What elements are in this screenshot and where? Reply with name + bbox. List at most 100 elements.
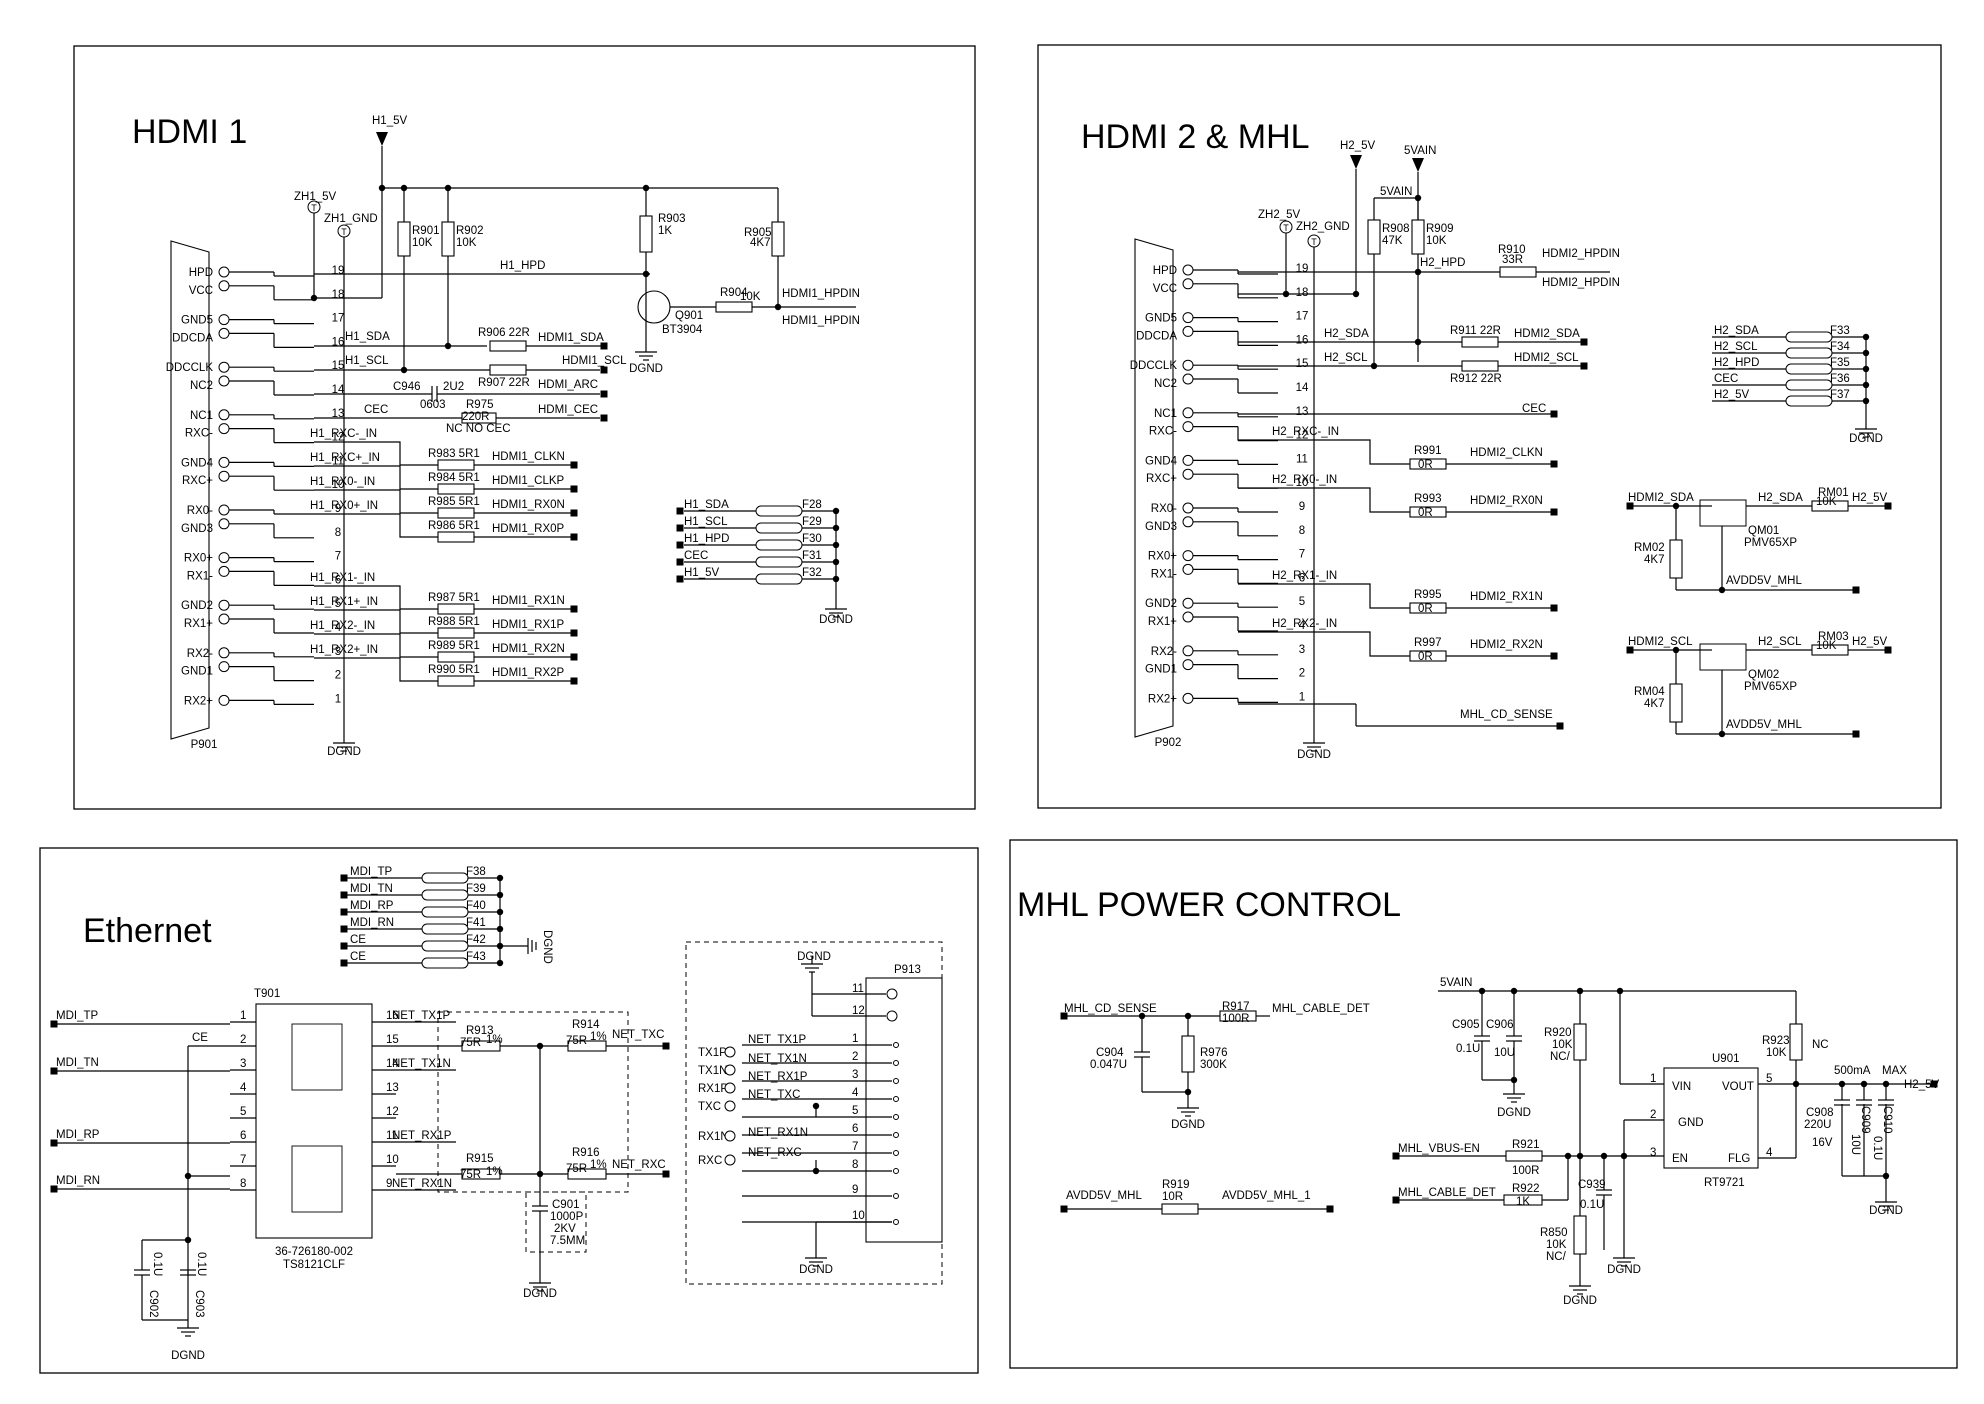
component-ref: QM01 — [1748, 525, 1779, 537]
connector-pin-number: 2 — [240, 1034, 246, 1046]
connector-pin-number: 18 — [332, 289, 345, 301]
component-ref: C905 — [1452, 1019, 1480, 1031]
net-label: H1_RX0-_IN — [310, 476, 375, 488]
pin-ring — [893, 1193, 899, 1199]
ferrite-net: MDI_TN — [350, 883, 393, 895]
pin-ring — [1182, 659, 1194, 671]
ground-icon — [333, 735, 355, 752]
port-terminal — [662, 1042, 670, 1050]
component-value: 100R — [1512, 1165, 1540, 1177]
output-net: HDMI1_CLKP — [492, 475, 565, 487]
junction-dot — [378, 184, 386, 192]
connector-side-label: RXC — [698, 1155, 722, 1167]
ferrite-net: H2_SDA — [1714, 325, 1759, 337]
ferrite-net: CE — [350, 951, 366, 963]
connector-pin-name: GND4 — [181, 457, 214, 469]
component-value: 10K — [412, 237, 433, 249]
connector-pin-number: 3 — [240, 1058, 246, 1070]
output-net: NET_TX1P — [748, 1034, 806, 1046]
component-value: 4K7 — [1644, 698, 1664, 710]
ferrite-net: CE — [350, 934, 366, 946]
output-net: MDI_TN — [56, 1057, 99, 1069]
net-label: H1_SCL — [345, 355, 389, 367]
connector-pin-name: GND5 — [1145, 313, 1177, 325]
connector-pin-number: 8 — [335, 527, 341, 539]
component-ref: R983 5R1 — [428, 448, 480, 460]
resistor-symbol — [437, 459, 475, 471]
connector-pin-number: 6 — [240, 1130, 246, 1142]
output-net: HDMI_CEC — [538, 404, 598, 416]
ferrite-bead-icon — [755, 539, 803, 551]
connector-pin-name: HPD — [189, 267, 213, 279]
connector-pin-name: NC1 — [1154, 408, 1177, 420]
pin-ring — [724, 1064, 736, 1076]
power-arrow-icon — [376, 132, 388, 146]
connector-pin-number: 2 — [852, 1051, 858, 1063]
component-ref: R993 — [1414, 493, 1442, 505]
component-value: 75R — [460, 1169, 481, 1181]
component-value: 2KV — [554, 1223, 576, 1235]
ground-icon — [177, 1320, 199, 1337]
pin-ring — [1182, 692, 1194, 704]
ic-pin-number: 4 — [1766, 1147, 1773, 1159]
component-ref: C902 — [147, 1290, 159, 1318]
component-ref: R904 — [720, 287, 748, 299]
junction-dot — [1620, 1152, 1628, 1160]
section-title: Ethernet — [83, 912, 212, 950]
resistor-symbol — [437, 675, 475, 687]
connector-pin-name: RX1- — [187, 570, 213, 582]
ground-icon — [805, 1250, 827, 1267]
power-rail-label: H2_5V — [1852, 636, 1887, 648]
pin-ring — [724, 1154, 736, 1166]
output-net: NET_RXC — [612, 1159, 666, 1171]
connector-pin-number: 4 — [335, 622, 342, 634]
component-ref: R916 — [572, 1147, 600, 1159]
port-terminal — [600, 342, 608, 350]
output-net: HDMI1_HPDIN — [782, 315, 860, 327]
connector-pin-number: 11 — [386, 1130, 398, 1142]
component-ref: R984 5R1 — [428, 472, 480, 484]
net-label: H1_RXC-_IN — [310, 428, 377, 440]
pin-ring — [218, 694, 230, 706]
mosfet-icon — [1699, 643, 1747, 671]
ferrite-bead-icon — [421, 889, 469, 901]
pin-ring — [1182, 468, 1194, 480]
pin-ring — [218, 327, 230, 339]
component-value: NC — [1812, 1039, 1829, 1051]
connector-pin-name: RX0+ — [1148, 551, 1177, 563]
component-ref: F41 — [466, 917, 486, 929]
connector-pin-number: 11 — [1296, 453, 1308, 465]
pin-ring — [893, 1114, 899, 1120]
ic-u901-body — [1663, 1067, 1759, 1169]
ground-label: DGND — [1563, 1295, 1597, 1307]
component-value: 16V — [1812, 1137, 1833, 1149]
component-ref: QM02 — [1748, 669, 1779, 681]
component-ref: R990 5R1 — [428, 664, 480, 676]
resistor-symbol — [437, 627, 475, 639]
connector-side-label: TX1P — [698, 1047, 727, 1059]
junction-dot — [1672, 646, 1680, 654]
transformer-body — [255, 1003, 373, 1239]
pin-ring — [1182, 325, 1194, 337]
component-ref: R906 22R — [478, 327, 530, 339]
connector-pin-number: 13 — [386, 1082, 399, 1094]
port-terminal — [1326, 1205, 1334, 1213]
output-net: NET_RX1P — [392, 1130, 452, 1142]
component-ref: R917 — [1222, 1001, 1250, 1013]
output-net: MHL_CD_SENSE — [1064, 1003, 1157, 1015]
output-net: NET_RXC — [748, 1147, 802, 1159]
pin-ring — [218, 470, 230, 482]
component-ref: RM02 — [1634, 542, 1665, 554]
component-ref: R850 — [1540, 1227, 1568, 1239]
component-value: 0R — [1418, 459, 1433, 471]
connector-pin-name: DDCCLK — [166, 362, 214, 374]
connector-pin-number: 15 — [1296, 358, 1309, 370]
connector-pin-number: 6 — [1299, 572, 1305, 584]
net-label: H2_RX2-_IN — [1272, 618, 1337, 630]
ground-icon — [1855, 421, 1877, 438]
output-net: HDMI2_CLKN — [1470, 447, 1543, 459]
connector-pin-name: RX0- — [187, 505, 213, 517]
connector-pin-name: RX0- — [1151, 503, 1177, 515]
component-value: 75R — [566, 1163, 587, 1175]
